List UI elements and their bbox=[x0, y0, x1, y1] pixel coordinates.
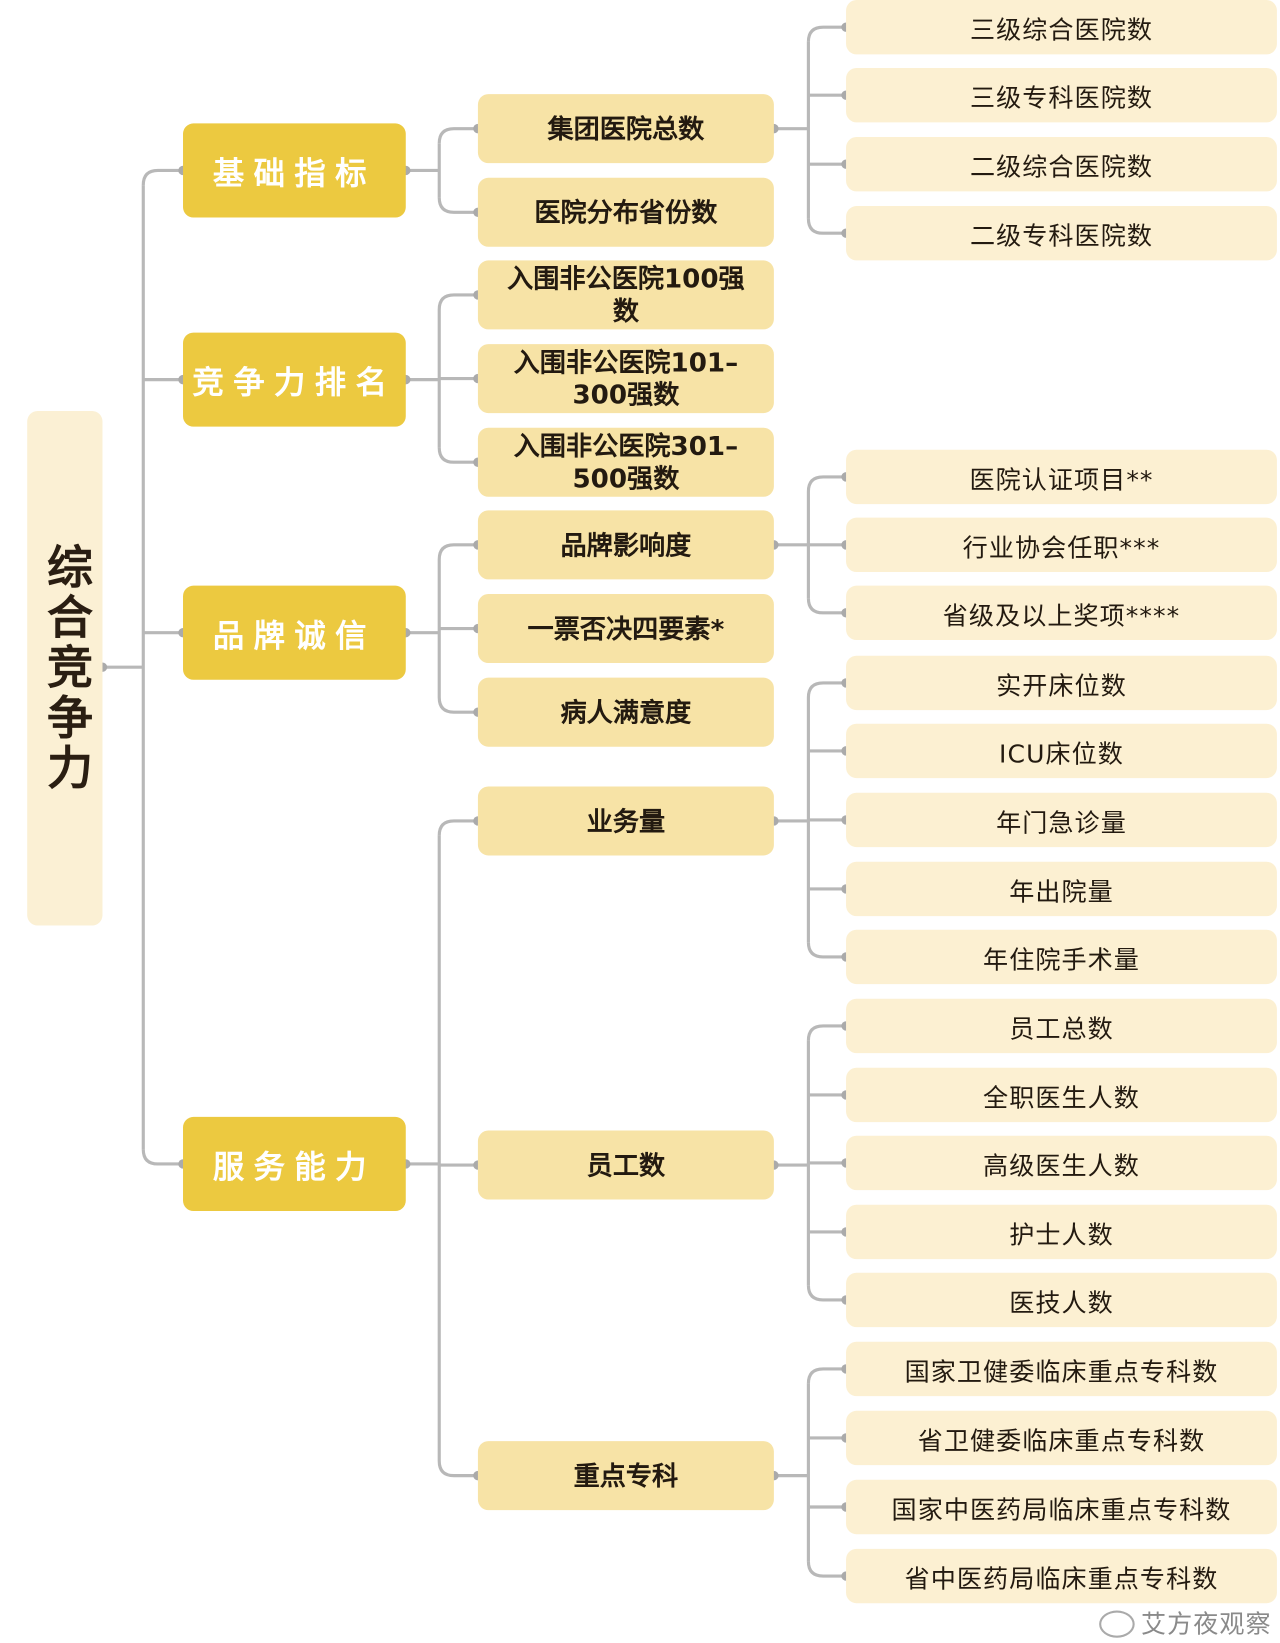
category-node: 基础指标 bbox=[183, 123, 406, 218]
sub-indicator-node: 年门急诊量 bbox=[846, 792, 1277, 848]
sub-indicator-node: 医院认证项目** bbox=[846, 449, 1277, 505]
sub-indicator-node: ICU床位数 bbox=[846, 723, 1277, 779]
connector bbox=[437, 543, 478, 560]
sub-indicator-node: 二级专科医院数 bbox=[846, 206, 1277, 261]
connector bbox=[141, 1149, 184, 1166]
watermark-text: 艾方夜观察 bbox=[1140, 1609, 1272, 1639]
connector bbox=[806, 598, 847, 615]
connector bbox=[806, 1561, 847, 1578]
indicator-node: 员工数 bbox=[477, 1130, 774, 1200]
connector bbox=[437, 447, 478, 464]
sub-indicator-node: 实开床位数 bbox=[846, 655, 1277, 711]
sub-indicator-node: 护士人数 bbox=[846, 1204, 1277, 1260]
connector bbox=[806, 1367, 847, 1384]
connector bbox=[437, 127, 478, 144]
connector bbox=[806, 25, 847, 42]
connector bbox=[806, 942, 847, 959]
sub-indicator-node: 员工总数 bbox=[846, 998, 1277, 1054]
sub-indicator-node: 省卫健委临床重点专科数 bbox=[846, 1410, 1277, 1466]
wechat-icon bbox=[1099, 1610, 1135, 1638]
sub-indicator-node: 二级综合医院数 bbox=[846, 136, 1277, 192]
watermark: 艾方夜观察 bbox=[1099, 1607, 1272, 1640]
category-node: 服务能力 bbox=[183, 1116, 406, 1212]
connector bbox=[806, 1024, 847, 1041]
indicator-node: 入围非公医院301–500强数 bbox=[477, 427, 774, 497]
root-node: 综合竞争力 bbox=[27, 410, 103, 926]
sub-indicator-node: 三级综合医院数 bbox=[846, 0, 1277, 55]
connector bbox=[806, 218, 847, 235]
connector bbox=[437, 697, 478, 714]
sub-indicator-node: 三级专科医院数 bbox=[846, 67, 1277, 123]
sub-indicator-node: 国家中医药局临床重点专科数 bbox=[846, 1479, 1277, 1535]
connector bbox=[437, 197, 478, 214]
sub-indicator-node: 全职医生人数 bbox=[846, 1067, 1277, 1123]
category-node: 竞争力排名 bbox=[183, 332, 406, 427]
indicator-node: 医院分布省份数 bbox=[477, 177, 774, 247]
sub-indicator-node: 高级医生人数 bbox=[846, 1135, 1277, 1191]
indicator-node: 一票否决四要素* bbox=[477, 594, 774, 664]
sub-indicator-node: 年住院手术量 bbox=[846, 929, 1277, 985]
sub-indicator-node: 省级及以上奖项**** bbox=[846, 585, 1277, 641]
connector bbox=[437, 1460, 478, 1478]
indicator-node: 集团医院总数 bbox=[477, 94, 774, 164]
connector bbox=[806, 475, 847, 492]
sub-indicator-node: 国家卫健委临床重点专科数 bbox=[846, 1341, 1277, 1397]
connector bbox=[437, 819, 478, 836]
indicator-node: 入围非公医院101–300强数 bbox=[477, 344, 774, 414]
sub-indicator-node: 医技人数 bbox=[846, 1272, 1277, 1328]
sub-indicator-node: 行业协会任职*** bbox=[846, 517, 1277, 573]
connector bbox=[437, 293, 478, 310]
connector bbox=[806, 681, 847, 698]
connector bbox=[141, 168, 184, 186]
indicator-node: 病人满意度 bbox=[477, 677, 774, 747]
connector bbox=[806, 1285, 847, 1302]
sub-indicator-node: 年出院量 bbox=[846, 861, 1277, 917]
indicator-node: 业务量 bbox=[477, 786, 774, 856]
sub-indicator-node: 省中医药局临床重点专科数 bbox=[846, 1548, 1277, 1604]
indicator-node: 入围非公医院100强数 bbox=[477, 260, 774, 330]
indicator-node: 重点专科 bbox=[477, 1441, 774, 1511]
category-node: 品牌诚信 bbox=[183, 585, 406, 680]
indicator-node: 品牌影响度 bbox=[477, 510, 774, 580]
